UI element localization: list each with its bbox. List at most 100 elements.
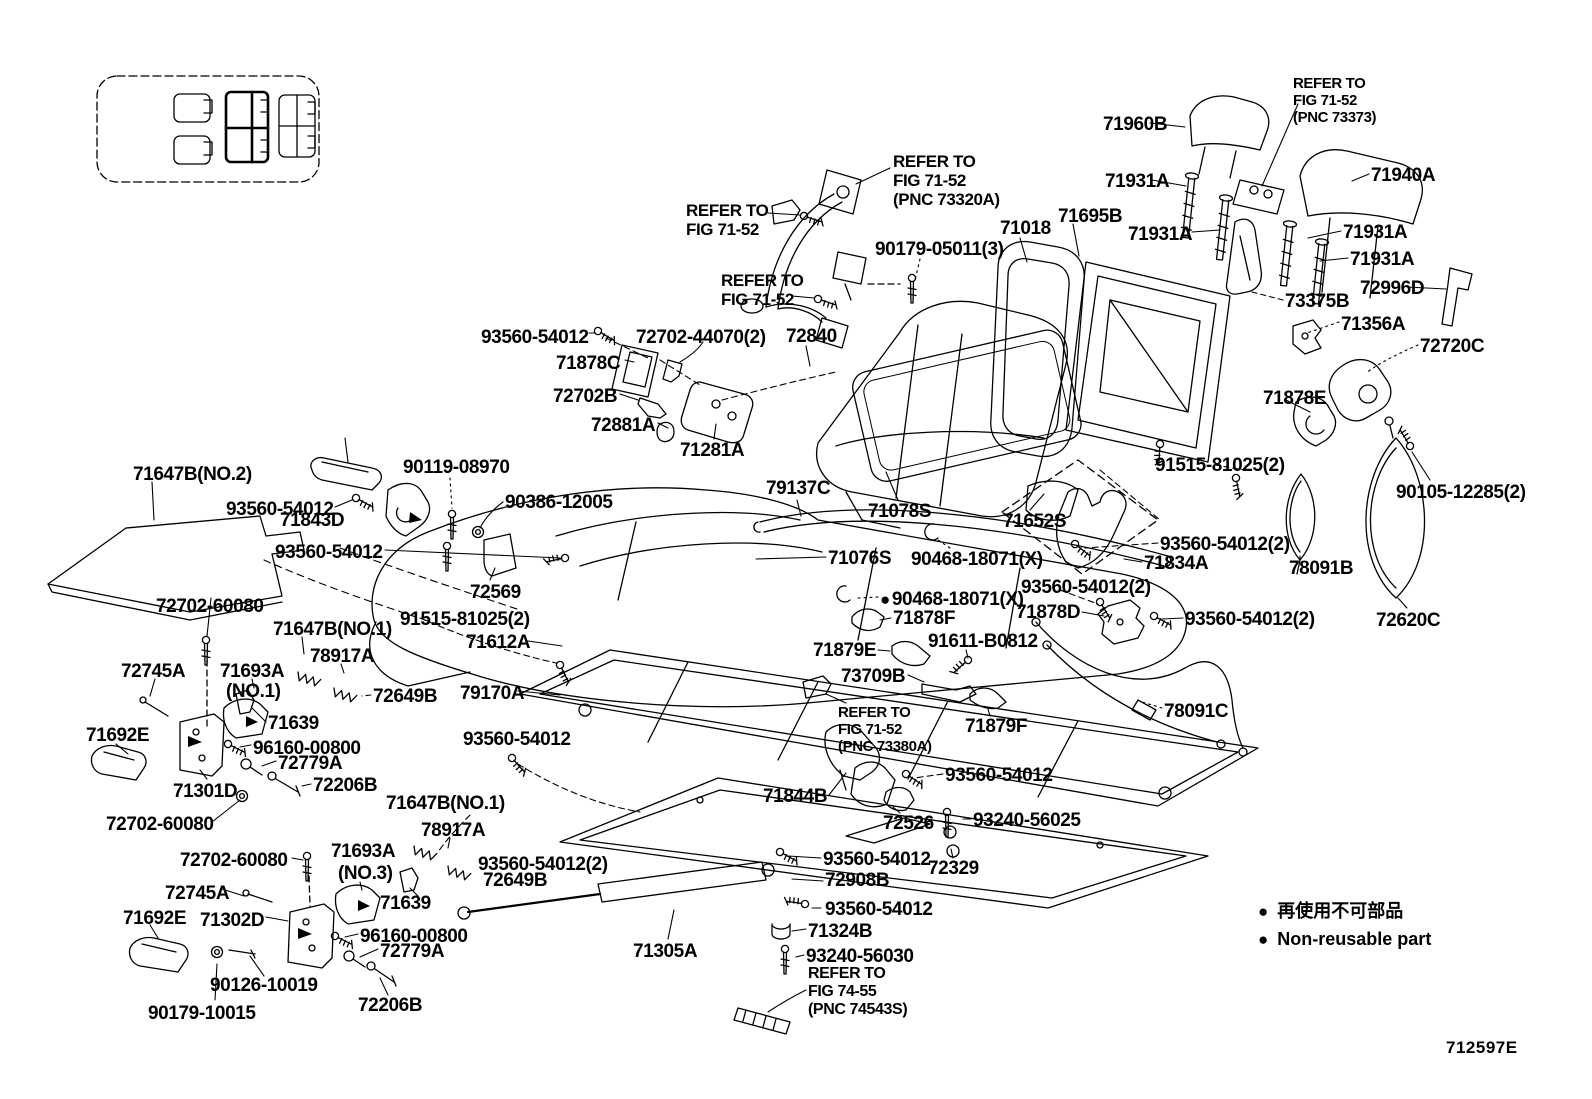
legend-row-jp: ●再使用不可部品 (1258, 898, 1431, 926)
hook-72996D (1441, 267, 1473, 327)
non-reusable-dot: ● (880, 590, 890, 609)
seat-belt (740, 169, 901, 349)
rivet-72779A-1 (240, 758, 263, 776)
part-label: 90468-18071(X) (911, 549, 1043, 570)
board-71647B-no2 (47, 515, 305, 621)
bolt-72206B-1 (267, 771, 301, 797)
part-label: 71301D (173, 781, 238, 802)
figure-code: 712597E (1446, 1038, 1518, 1057)
part-label: (NO.1) (226, 681, 281, 702)
bracket-73375B (1225, 218, 1263, 295)
under-tray-72908B (559, 777, 1209, 909)
spring-72649B-2 (444, 865, 472, 882)
part-label: 71078S (868, 501, 932, 522)
part-label: 93560-54012(2) (1160, 534, 1290, 555)
part-label: 71879F (965, 716, 1028, 737)
headrest-bolt (1276, 219, 1298, 287)
part-label: 71931A (1350, 249, 1415, 270)
rivet-72779A-2 (343, 950, 366, 968)
clip-72702B (637, 397, 667, 419)
part-label: 71612A (466, 632, 531, 653)
part-label: 71647B(NO.1) (273, 619, 392, 640)
part-label: 79170A (460, 683, 525, 704)
part-label: 73375B (1285, 291, 1350, 312)
part-label: 71647B(NO.1) (386, 793, 505, 814)
part-label: 72569 (470, 582, 521, 603)
spring-72649B-1 (330, 687, 358, 704)
screw-72702-60080-1 (201, 635, 211, 666)
legend-text-jp: 再使用不可部品 (1277, 901, 1404, 921)
part-label: 71692E (123, 908, 187, 929)
part-label: 78917A (421, 820, 486, 841)
gas-strut-71305A (457, 861, 775, 920)
pin-72745A-1 (139, 696, 169, 717)
part-label: 72702-60080 (106, 814, 214, 835)
pin-72745A-2 (242, 889, 273, 903)
part-label: 93560-54012(2) (1185, 609, 1315, 630)
part-label: 72702-44070(2) (636, 327, 766, 348)
seat-back-panel-71695B (1025, 261, 1231, 521)
part-label: 91515-81025(2) (1155, 455, 1285, 476)
part-label: 72206B (313, 775, 378, 796)
screw-96160-1 (222, 739, 248, 758)
vehicle-inset (96, 75, 320, 183)
part-label: 72702-60080 (156, 596, 264, 617)
part-label: REFER TO FIG 71-52 (PNC 73380A) (838, 704, 932, 755)
part-label: 93560-54012 (226, 499, 334, 520)
part-label: 71695B (1058, 206, 1123, 227)
cup-71324B (771, 923, 791, 940)
part-label: 72206B (358, 995, 423, 1016)
part-label: 90105-12285(2) (1396, 482, 1526, 503)
part-label: 71692E (86, 725, 150, 746)
legend-row-en: ● Non-reusable part (1258, 926, 1431, 954)
latch-71639-1 (235, 689, 255, 715)
screw-96160-2 (329, 931, 355, 950)
part-label: 71356A (1341, 314, 1406, 335)
pad-71692E (90, 744, 147, 781)
part-label: ●90468-18071(X) (880, 589, 1024, 610)
part-label: 71324B (808, 921, 873, 942)
assist-grip-73390A (310, 456, 383, 491)
panel-72569 (483, 533, 517, 577)
part-label: 71302D (200, 910, 265, 931)
clip-71879E (891, 640, 931, 667)
grommet-72881A (656, 421, 675, 443)
belt-guide-71843D (385, 482, 431, 537)
part-label: 93560-54012 (825, 899, 933, 920)
part-label: 72745A (165, 883, 230, 904)
part-label: 71639 (380, 893, 431, 914)
hinge-cover-71693A-2 (334, 884, 381, 925)
part-label: REFER TO FIG 71-52 (686, 201, 769, 240)
part-label: 71931A (1105, 171, 1170, 192)
clip-72702-44070 (662, 359, 683, 383)
hook-90468 (836, 523, 939, 603)
screw-72702-60080-3 (302, 851, 312, 882)
part-label: 71879E (813, 640, 877, 661)
legend-text-en: Non-reusable part (1277, 928, 1432, 949)
part-label: 93560-54012 (481, 327, 589, 348)
part-label: 72620C (1376, 610, 1441, 631)
part-label: 72526 (883, 813, 934, 834)
legend: ●再使用不可部品 ● Non-reusable part (1258, 898, 1431, 954)
latch-71639-2 (399, 867, 419, 893)
part-label: 91515-81025(2) (400, 609, 530, 630)
part-label: 72996D (1360, 278, 1425, 299)
part-label: 93560-54012 (945, 765, 1053, 786)
nut-72702-2 (235, 789, 249, 803)
seat-back-frame-71018 (990, 240, 1085, 458)
armrest-72840 (852, 329, 1082, 482)
headrest-bolt (1212, 193, 1234, 261)
part-label: 71844B (763, 786, 828, 807)
part-label: 72649B (373, 686, 438, 707)
part-label: 72649B (483, 870, 548, 891)
lever-73709B (921, 683, 977, 703)
bracket-71281A (680, 381, 754, 444)
cover-72526 (850, 761, 915, 812)
part-label: 90179-10015 (148, 1003, 256, 1024)
part-label: (NO.3) (338, 863, 393, 884)
part-label: 71693A (220, 661, 285, 682)
non-reusable-dot: ● (1258, 929, 1269, 949)
part-label: 72779A (380, 941, 445, 962)
